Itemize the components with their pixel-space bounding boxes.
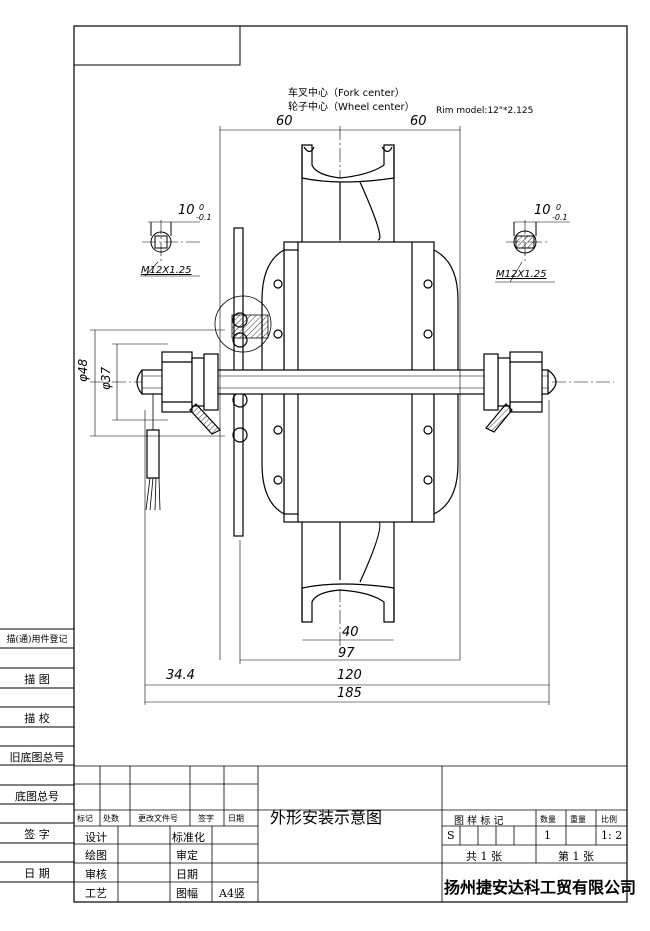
fork-center-label: 车叉中心（Fork center） xyxy=(288,88,405,99)
hub-motor xyxy=(136,144,557,623)
tb-drawing: 绘图 xyxy=(85,849,107,862)
wheel-center-label: 轮子中心（Wheel center） xyxy=(288,102,415,113)
tb-standard: 标准化 xyxy=(172,831,205,844)
tb-weight-label: 重量 xyxy=(570,815,586,824)
side-label-sign: 签 字 xyxy=(24,828,50,841)
tb-scale-label: 比例 xyxy=(601,815,617,824)
thread-right: M12X1.25 xyxy=(496,269,547,280)
dim-120: 120 xyxy=(337,668,362,683)
side-label-check: 描 校 xyxy=(24,712,50,725)
tol-right-lower: -0.1 xyxy=(552,213,568,222)
company-name: 扬州捷安达科工贸有限公司 xyxy=(444,878,637,897)
dim-phi48: φ48 xyxy=(76,358,90,382)
tol-left-main: 10 xyxy=(178,203,195,218)
tol-left-upper: 0 xyxy=(199,203,205,212)
tb-qty-label: 数量 xyxy=(540,815,556,824)
tol-right-main: 10 xyxy=(534,203,551,218)
drawing-title: 外形安装示意图 xyxy=(270,808,383,827)
tb-approve: 审定 xyxy=(176,849,198,862)
tb-sheet-size: A4竖 xyxy=(219,887,245,900)
tb-process: 工艺 xyxy=(85,887,107,900)
tb-design: 设计 xyxy=(85,831,107,844)
tb-mark-label: 图 样 标 记 xyxy=(454,816,504,827)
dim-34-4: 34.4 xyxy=(166,668,195,683)
dimension-lines xyxy=(90,126,570,705)
hdr-count: 处数 xyxy=(103,814,119,823)
axle-end-sections xyxy=(150,222,537,254)
hdr-doc: 更改文件号 xyxy=(138,814,178,823)
title-block-lines xyxy=(74,765,627,902)
hdr-mark: 标记 xyxy=(77,814,93,823)
hdr-sign: 签字 xyxy=(198,814,214,823)
dim-40: 40 xyxy=(342,625,359,640)
tol-right-upper: 0 xyxy=(556,203,562,212)
dim-185: 185 xyxy=(337,686,362,701)
dim-60-left: 60 xyxy=(276,114,293,129)
rim-model-label: Rim model:12"*2.125 xyxy=(436,106,534,116)
side-label-reg: 描(通)用件登记 xyxy=(6,635,68,645)
dim-97: 97 xyxy=(338,646,355,661)
hdr-date: 日期 xyxy=(228,814,244,823)
side-label-base-no: 底图总号 xyxy=(15,790,59,803)
tb-sheet-no: 第 1 张 xyxy=(558,850,594,863)
side-label-trace: 描 图 xyxy=(24,673,50,686)
tb-mark-value: S xyxy=(447,829,455,842)
tb-scale: 1: 2 xyxy=(601,829,623,842)
side-label-old-no: 旧底图总号 xyxy=(9,751,65,764)
dim-60-right: 60 xyxy=(410,114,427,129)
side-label-date: 日 期 xyxy=(24,867,50,880)
dim-phi37: φ37 xyxy=(99,366,113,390)
tb-total-sheets: 共 1 张 xyxy=(466,850,502,863)
tb-qty: 1 xyxy=(544,829,551,842)
thread-left: M12X1.25 xyxy=(141,265,192,276)
tol-left-lower: -0.1 xyxy=(196,213,212,222)
tb-sheet-size-label: 图幅 xyxy=(176,887,198,900)
tb-review: 审核 xyxy=(85,868,107,881)
drawing-frame xyxy=(0,25,628,903)
tb-date: 日期 xyxy=(176,868,198,881)
